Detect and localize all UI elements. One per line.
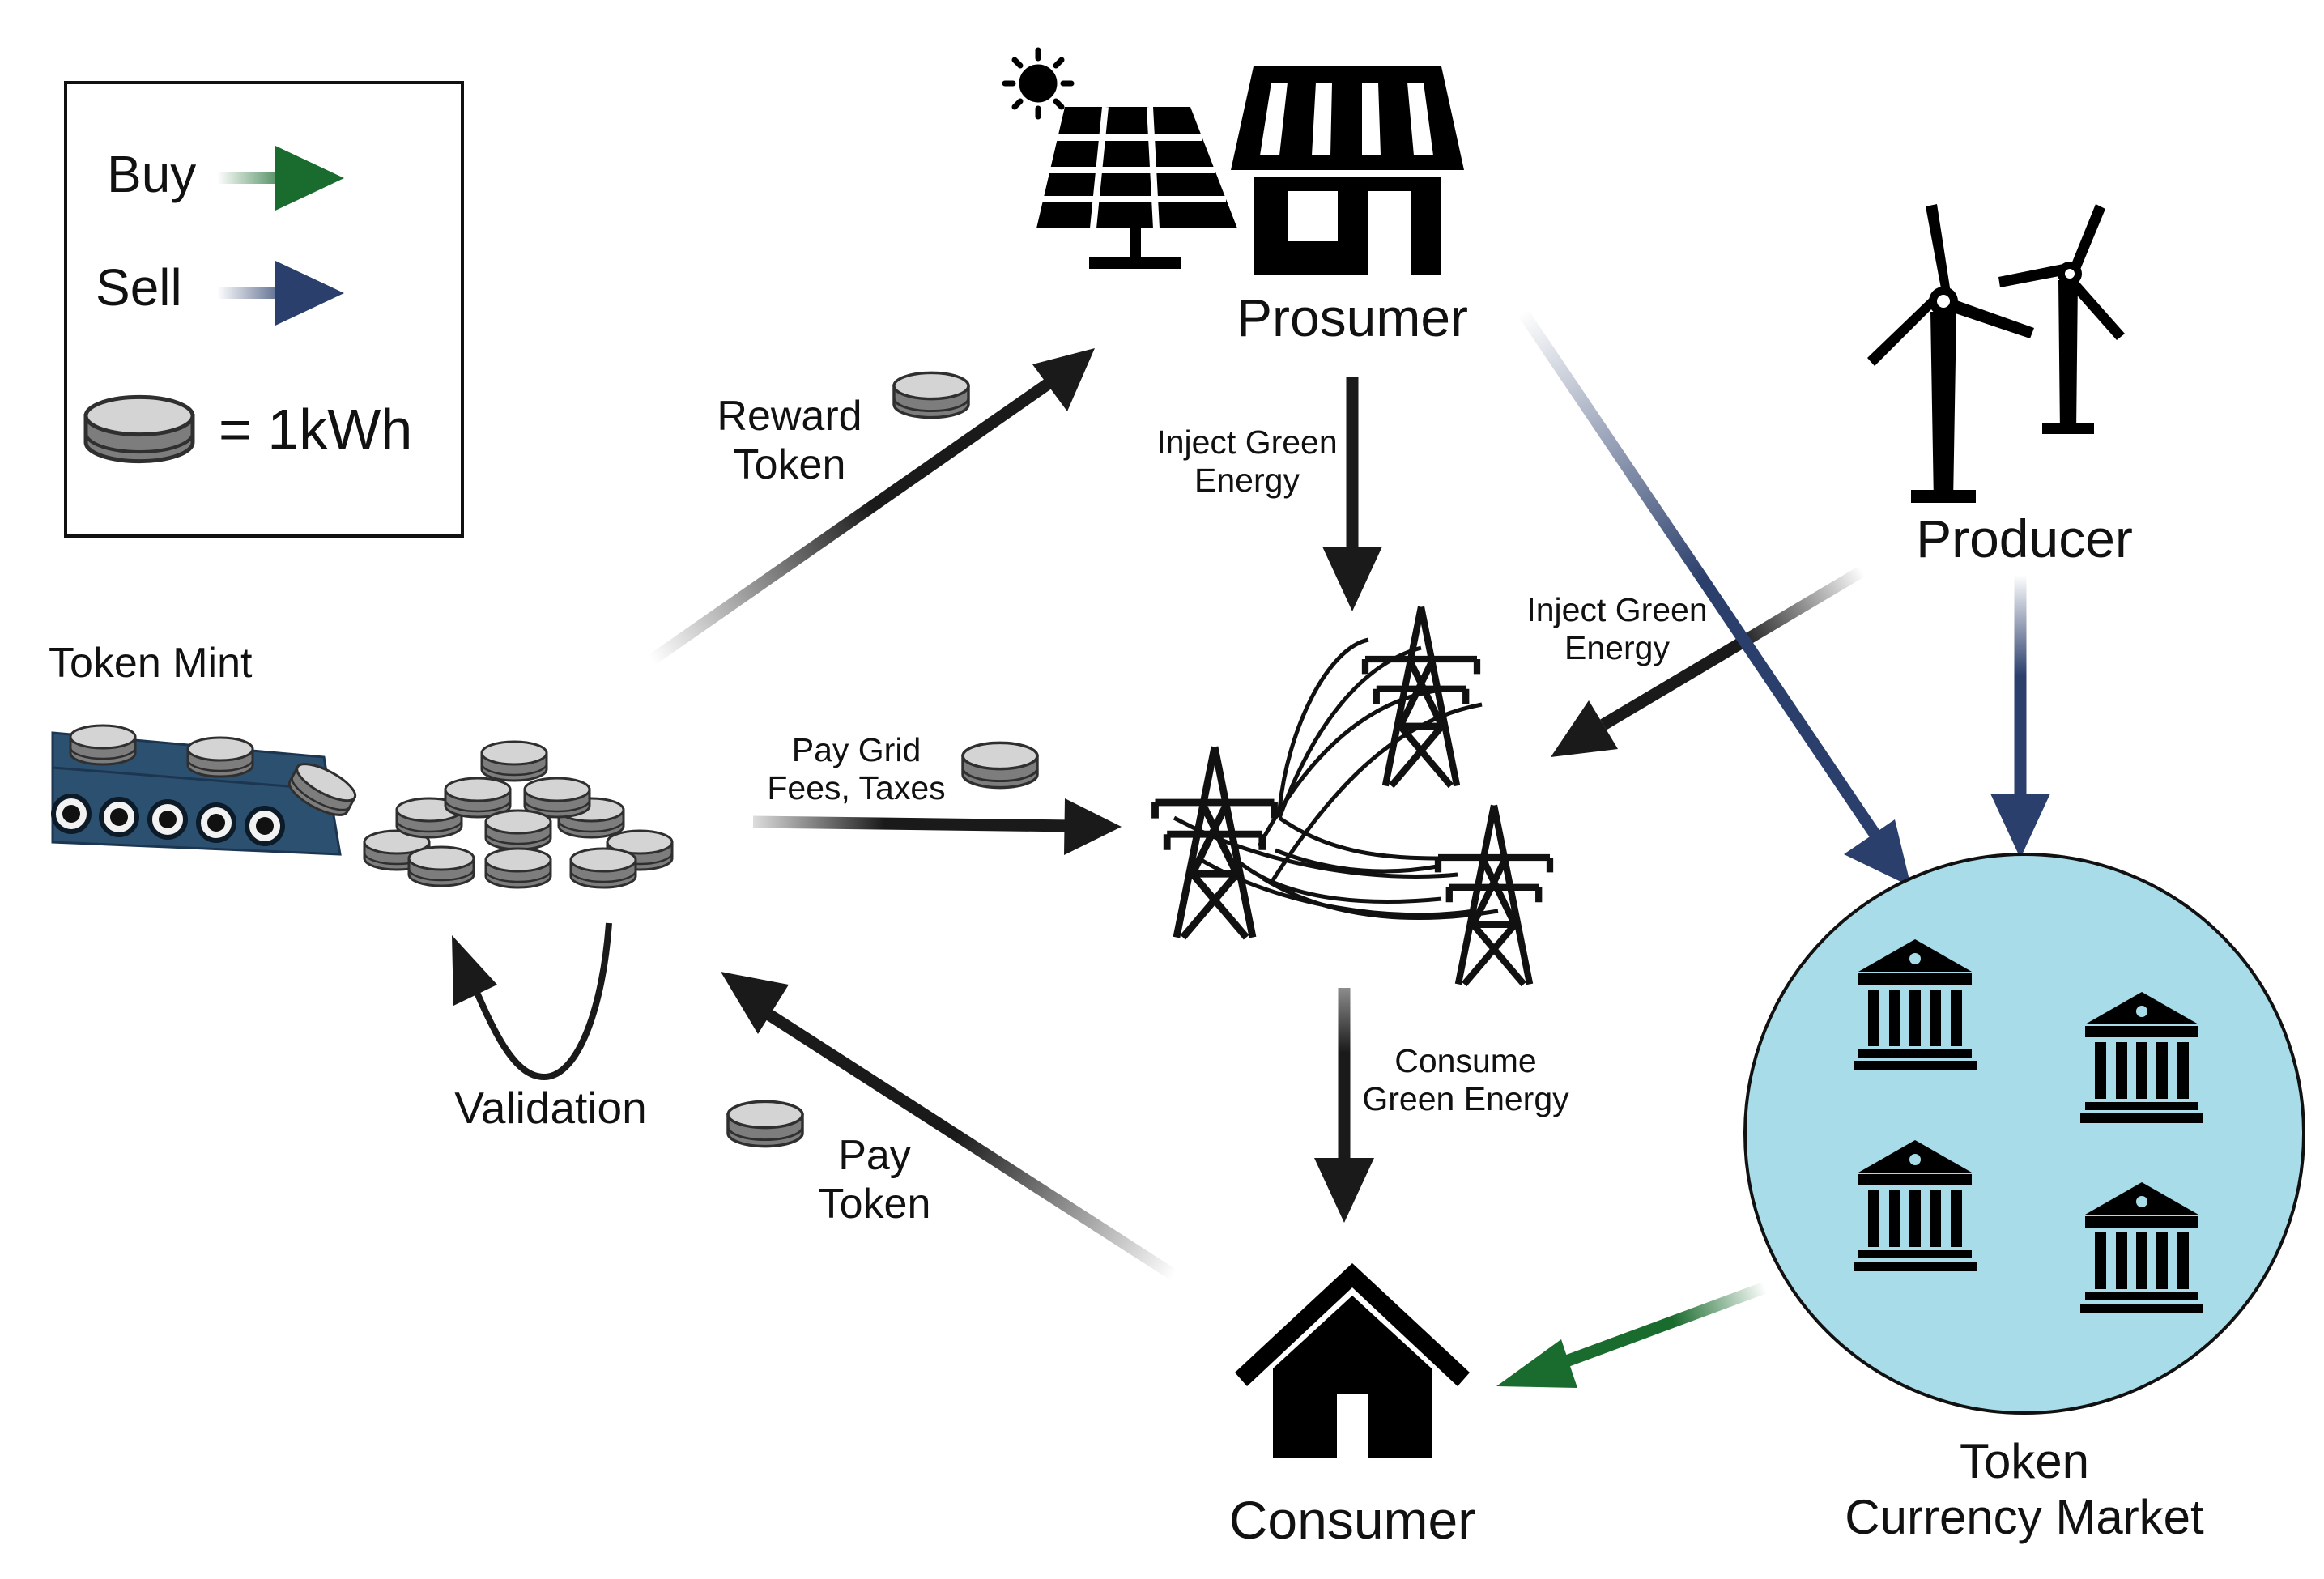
arrow-producer-inject — [1551, 565, 1866, 757]
legend — [64, 81, 464, 538]
reward-token-label: Reward Token — [717, 393, 862, 488]
token-icon-fees — [961, 741, 1039, 790]
shop-icon — [1231, 66, 1464, 275]
consumer-label: Consumer — [1228, 1490, 1476, 1550]
prosumer-label: Prosumer — [1236, 287, 1469, 347]
arrow-market-buy-consumer — [1496, 1281, 1768, 1388]
arrow-producer-sell-market — [1990, 575, 2050, 858]
arrow-pay-token — [721, 972, 1178, 1281]
inject-prosumer-label: Inject Green Energy — [1156, 423, 1338, 500]
arrow-validation-loop — [452, 922, 612, 1081]
arrow-reward-token — [648, 348, 1095, 666]
legend-sell-label: Sell — [96, 258, 182, 317]
token-icon-reward — [892, 371, 970, 419]
solar-panel-icon — [1036, 106, 1237, 269]
sun-icon — [1002, 47, 1075, 120]
token-mint-label: Token Mint — [49, 640, 253, 687]
arrow-prosumer-inject — [1322, 377, 1382, 611]
legend-sell-arrow — [217, 261, 344, 326]
arrow-grid-consume — [1314, 988, 1374, 1223]
legend-token-unit-label: = 1kWh — [219, 398, 413, 461]
token-currency-market — [1743, 853, 2305, 1415]
house-icon — [1235, 1263, 1470, 1458]
validation-label: Validation — [454, 1083, 647, 1133]
producer-label: Producer — [1916, 509, 2133, 568]
power-grid-icon — [1156, 607, 1551, 985]
token-mint-conveyor-icon — [51, 724, 362, 856]
consume-label: Consume Green Energy — [1362, 1042, 1569, 1118]
legend-buy-label: Buy — [107, 145, 197, 203]
legend-buy-arrow — [217, 146, 344, 211]
market-label: Token Currency Market — [1845, 1434, 2204, 1544]
wind-turbine-small-icon — [1998, 204, 2125, 434]
token-pile-icon — [363, 740, 674, 889]
arrow-prosumer-sell-market — [1517, 308, 1911, 887]
inject-producer-label: Inject Green Energy — [1526, 591, 1708, 667]
pay-grid-fees-label: Pay Grid Fees, Taxes — [767, 731, 946, 807]
wind-turbine-icon — [1867, 204, 2034, 503]
pay-token-label: Pay Token — [818, 1132, 931, 1228]
arrow-pay-grid-fees — [752, 798, 1122, 855]
